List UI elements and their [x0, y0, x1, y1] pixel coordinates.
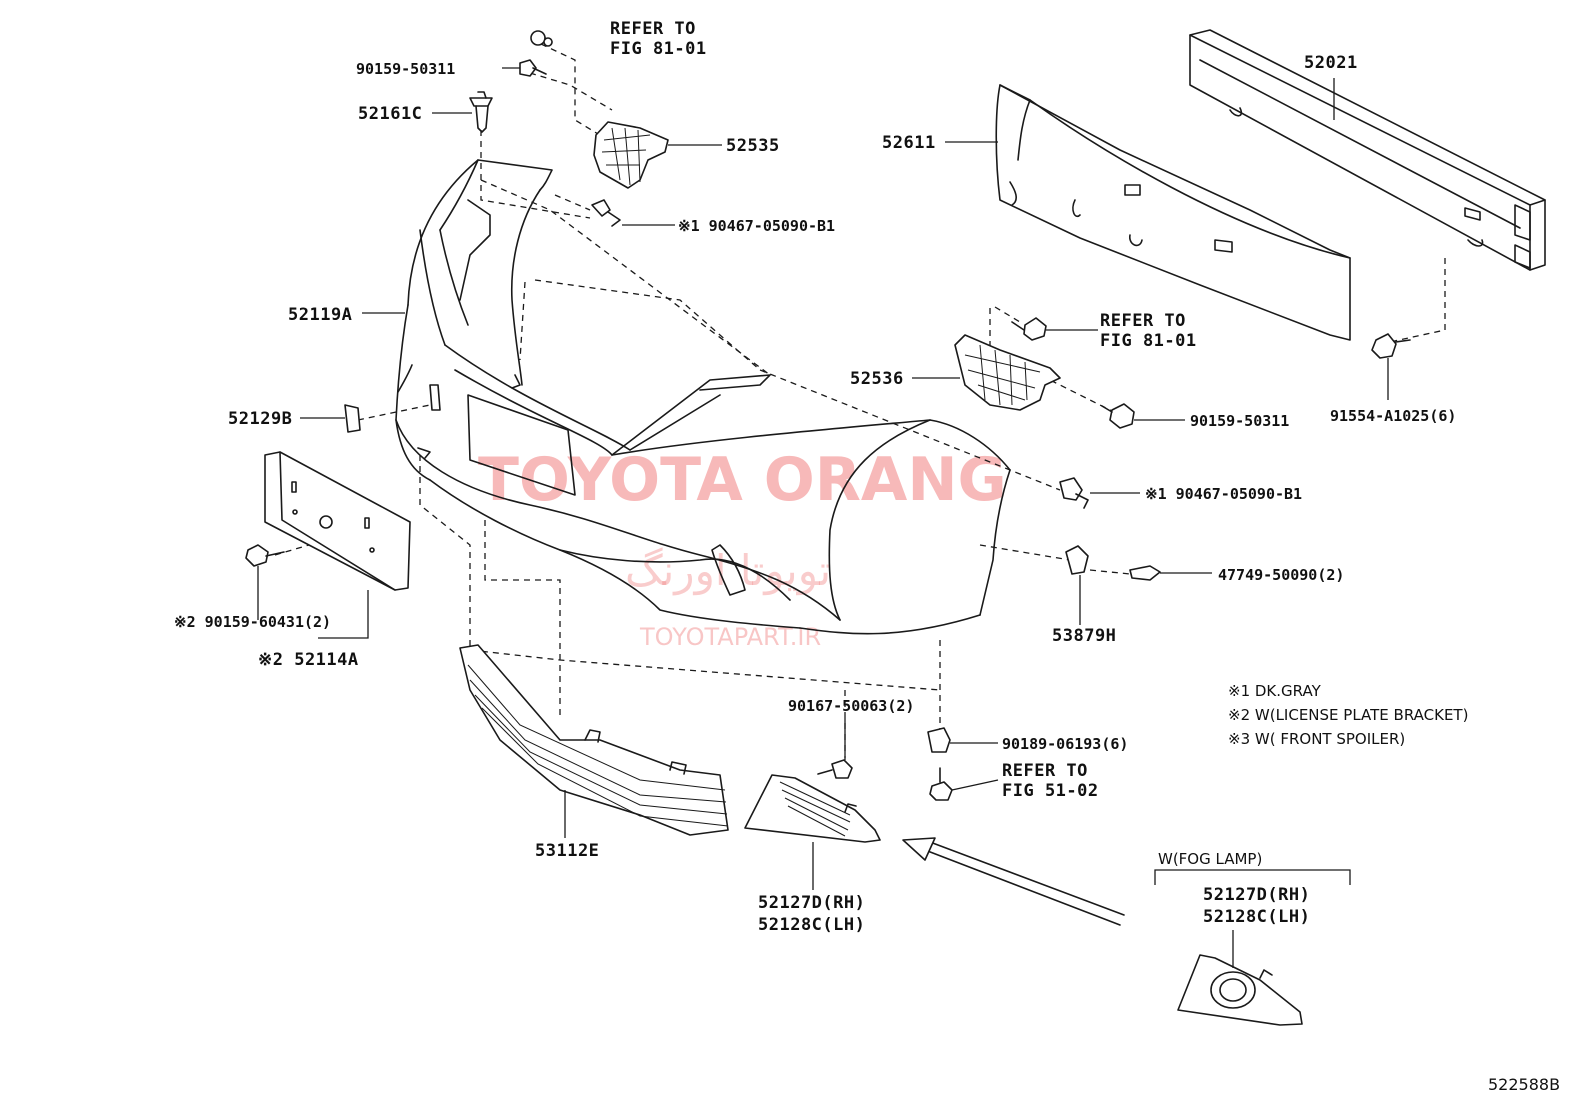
- fastener-refer-81-top: [530, 30, 553, 47]
- bolt-90159-50311-a: [519, 59, 547, 77]
- diagram-code: 522588B: [1488, 1075, 1560, 1094]
- clip-90467-a: [591, 199, 621, 227]
- label-90167-50063: 90167-50063(2): [788, 697, 914, 715]
- clip-90467-b: [1059, 477, 1089, 509]
- notes: ※1 DK.GRAY ※2 W(LICENSE PLATE BRACKET) ※…: [1158, 682, 1468, 868]
- note-3: ※3 W( FRONT SPOILER): [1228, 730, 1405, 748]
- bracket-53879h: [1065, 545, 1089, 575]
- energy-absorber-52611: [995, 84, 1351, 341]
- bracket-52535: [593, 121, 669, 189]
- label-52119a: 52119A: [288, 305, 352, 325]
- note-1: ※1 DK.GRAY: [1228, 682, 1322, 700]
- view-arrow: [902, 837, 1125, 926]
- note-fog-lamp: W(FOG LAMP): [1158, 850, 1262, 868]
- label-90467-a: ※1 90467-05090-B1: [678, 217, 835, 235]
- label-52536: 52536: [850, 369, 904, 389]
- label-53879h: 53879H: [1052, 626, 1116, 646]
- dashed-guides: [274, 43, 1446, 760]
- solid-leaders: [257, 67, 1389, 968]
- bumper-cover-52119a: [395, 159, 1011, 635]
- label-refer-81-top-1: REFER TO: [610, 19, 696, 39]
- clip-90189: [927, 727, 951, 753]
- label-refer-81-b-1: REFER TO: [1100, 311, 1186, 331]
- label-52114a: ※2 52114A: [258, 650, 359, 670]
- label-91554: 91554-A1025(6): [1330, 407, 1456, 425]
- screw-90159-60431: [245, 544, 285, 567]
- label-52021: 52021: [1304, 53, 1358, 73]
- label-90159-50311-b: 90159-50311: [1190, 412, 1289, 430]
- label-52128c-b: 52128C(LH): [1203, 907, 1310, 927]
- screw-47749: [1129, 565, 1161, 581]
- label-90189: 90189-06193(6): [1002, 735, 1128, 753]
- clip-52129b: [344, 404, 361, 433]
- watermark-main: TOYOTA ORANG: [478, 445, 1007, 515]
- label-refer-51-1: REFER TO: [1002, 761, 1088, 781]
- fog-bracket-line: [1154, 869, 1351, 885]
- part-labels: REFER TO FIG 81-01 90159-50311 52161C 52…: [174, 19, 1456, 935]
- label-refer-81-top-2: FIG 81-01: [610, 39, 707, 59]
- bolt-91554: [1371, 333, 1411, 359]
- label-90467-b: ※1 90467-05090-B1: [1145, 485, 1302, 503]
- label-53112e: 53112E: [535, 841, 599, 861]
- label-52127d-b: 52127D(RH): [1203, 885, 1310, 905]
- bolt-refer-81-b: [1011, 317, 1047, 341]
- bolt-90159-50311-b: [1101, 403, 1135, 429]
- label-52535: 52535: [726, 136, 780, 156]
- bracket-52536: [954, 334, 1061, 411]
- label-52161c: 52161C: [358, 104, 422, 124]
- fog-cover-with-lamp: [1177, 954, 1303, 1026]
- reinforcement-52021: [1189, 29, 1546, 271]
- note-2: ※2 W(LICENSE PLATE BRACKET): [1228, 706, 1468, 724]
- label-52611: 52611: [882, 133, 936, 153]
- screw-90167-50063: [817, 759, 853, 779]
- fog-cover-52127d: [744, 774, 881, 843]
- lower-grille-53112e: [459, 644, 729, 836]
- label-52127d-a: 52127D(RH): [758, 893, 865, 913]
- bolt-refer-51: [929, 767, 953, 801]
- label-52129b: 52129B: [228, 409, 292, 429]
- license-plate-bracket-52114a: [264, 451, 411, 591]
- clip-52161c: [469, 91, 493, 133]
- label-47749: 47749-50090(2): [1218, 566, 1344, 584]
- label-refer-81-b-2: FIG 81-01: [1100, 331, 1197, 351]
- label-90159-60431: ※2 90159-60431(2): [174, 613, 331, 631]
- label-52128c-a: 52128C(LH): [758, 915, 865, 935]
- label-90159-50311-a: 90159-50311: [356, 60, 455, 78]
- label-refer-51-2: FIG 51-02: [1002, 781, 1099, 801]
